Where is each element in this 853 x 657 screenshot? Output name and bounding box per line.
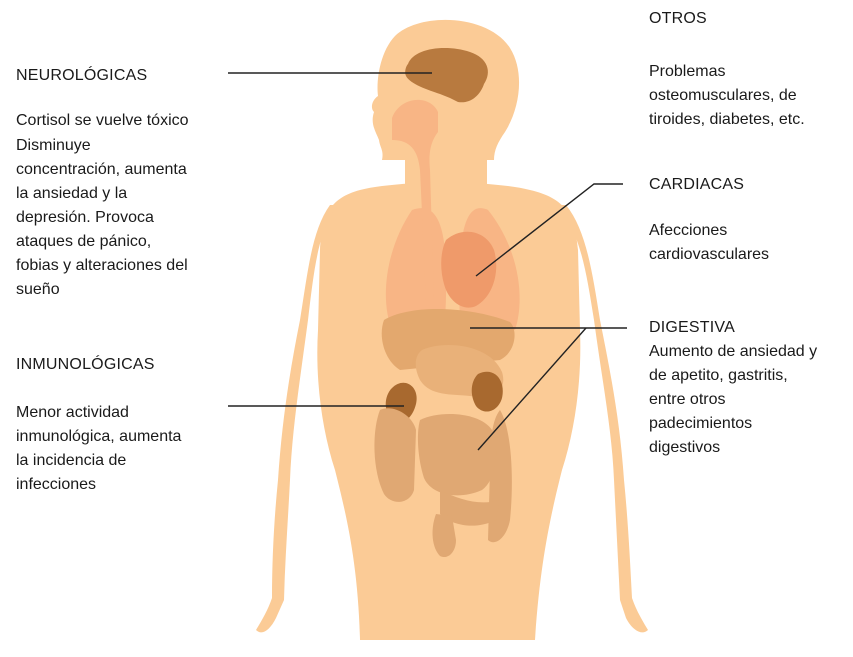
neuro-line: Disminuye bbox=[16, 134, 91, 157]
kidney-right bbox=[472, 372, 503, 412]
inmuno-line: infecciones bbox=[16, 473, 96, 496]
neuro-line: ataques de pánico, bbox=[16, 230, 151, 253]
inmuno-line: la incidencia de bbox=[16, 449, 126, 472]
neuro-line: sueño bbox=[16, 278, 60, 301]
neuro-line: depresión. Provoca bbox=[16, 206, 154, 229]
digestiva-title: DIGESTIVA bbox=[649, 316, 735, 339]
digestiva-line: padecimientos bbox=[649, 412, 752, 435]
inmuno-line: Menor actividad bbox=[16, 401, 129, 424]
neuro-line: Cortisol se vuelve tóxico bbox=[16, 109, 189, 132]
cardiacas-line: cardiovasculares bbox=[649, 243, 769, 266]
neuro-line: concentración, aumenta bbox=[16, 158, 187, 181]
otros-line: tiroides, diabetes, etc. bbox=[649, 108, 805, 131]
neuro-title: NEUROLÓGICAS bbox=[16, 64, 147, 87]
cardiacas-title: CARDIACAS bbox=[649, 173, 744, 196]
inmuno-line: inmunológica, aumenta bbox=[16, 425, 181, 448]
digestiva-line: digestivos bbox=[649, 436, 720, 459]
otros-title: OTROS bbox=[649, 7, 707, 30]
otros-line: Problemas bbox=[649, 60, 725, 83]
cardiacas-line: Afecciones bbox=[649, 219, 727, 242]
otros-line: osteomusculares, de bbox=[649, 84, 797, 107]
neuro-line: la ansiedad y la bbox=[16, 182, 127, 205]
neuro-line: fobias y alteraciones del bbox=[16, 254, 188, 277]
digestiva-line: entre otros bbox=[649, 388, 725, 411]
digestiva-line: de apetito, gastritis, bbox=[649, 364, 788, 387]
inmuno-title: INMUNOLÓGICAS bbox=[16, 353, 155, 376]
digestiva-line: Aumento de ansiedad y bbox=[649, 340, 817, 363]
